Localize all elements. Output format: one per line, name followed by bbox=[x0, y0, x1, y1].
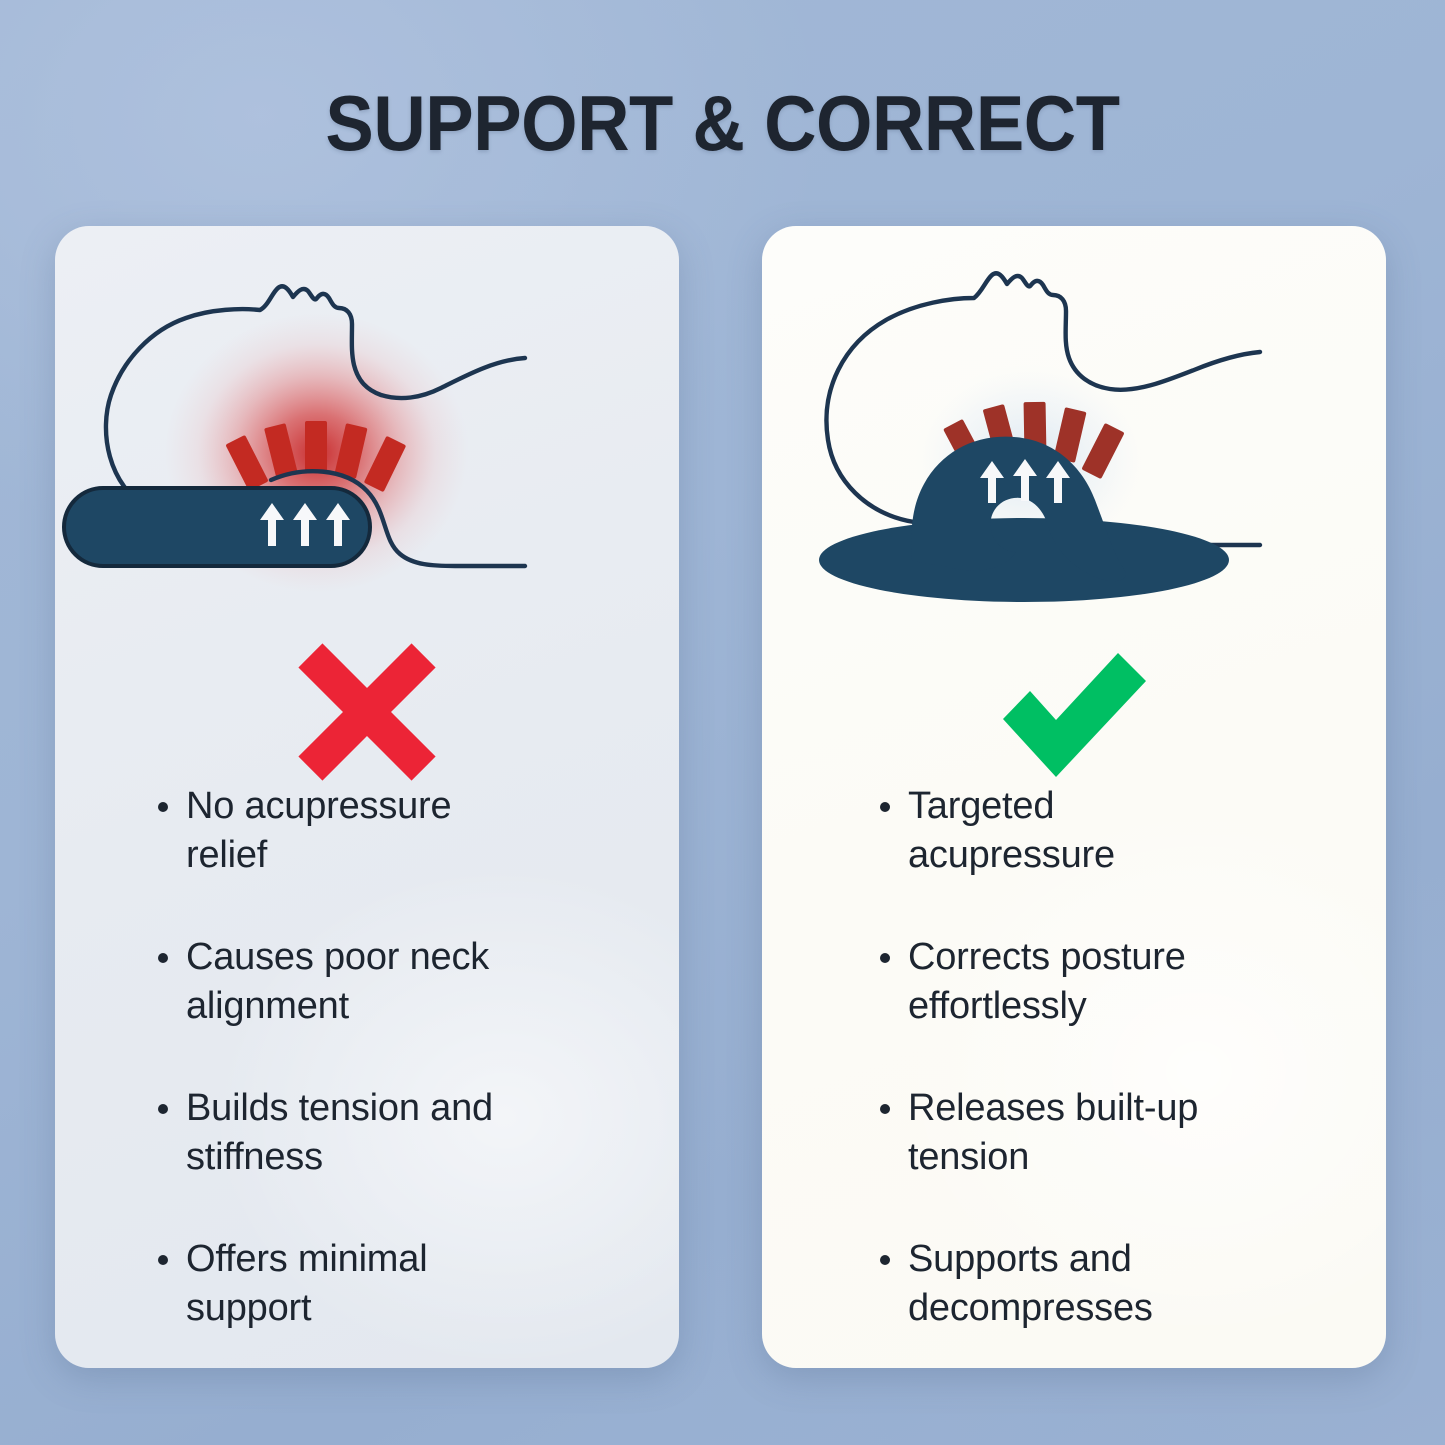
pressure-arrows bbox=[980, 459, 1070, 503]
bullet-dot-icon bbox=[158, 802, 168, 812]
neck-curve bbox=[268, 469, 528, 569]
head-outline bbox=[824, 271, 1263, 525]
bullet-list-bad: No acupressure relief Causes poor neck a… bbox=[55, 782, 679, 1368]
bullet-text: Corrects posture effortlessly bbox=[908, 936, 1186, 1028]
bullet-dot-icon bbox=[880, 953, 890, 964]
up-arrow bbox=[326, 503, 350, 546]
list-item: Supports and decompresses bbox=[880, 1235, 1386, 1333]
comparison-card-good: Targeted acupressure Corrects posture ef… bbox=[762, 226, 1386, 1368]
bullet-list-good: Targeted acupressure Corrects posture ef… bbox=[762, 782, 1386, 1368]
page-title: SUPPORT & CORRECT bbox=[325, 79, 1120, 167]
acupressure-bar bbox=[334, 423, 368, 479]
wave-pillow bbox=[911, 436, 1126, 582]
acupressure-bars bbox=[943, 401, 1124, 479]
comparison-card-bad: No acupressure relief Causes poor neck a… bbox=[55, 226, 679, 1368]
bullet-text: Releases built-up tension bbox=[908, 1087, 1199, 1179]
up-arrow bbox=[260, 503, 284, 546]
flat-pillow bbox=[62, 486, 372, 568]
acupressure-bar bbox=[1082, 423, 1124, 479]
list-item: Targeted acupressure bbox=[880, 782, 1386, 880]
up-arrow bbox=[293, 503, 317, 546]
wave-pillow-illustration bbox=[762, 248, 1386, 628]
bullet-dot-icon bbox=[158, 1255, 168, 1266]
acupressure-bars bbox=[226, 421, 406, 492]
acupressure-bar bbox=[364, 436, 406, 492]
acupressure-bar bbox=[305, 421, 327, 473]
bullet-text: Supports and decompresses bbox=[908, 1238, 1153, 1330]
list-item: Offers minimal support bbox=[158, 1235, 679, 1333]
bullet-dot-icon bbox=[880, 1255, 890, 1266]
bullet-dot-icon bbox=[880, 802, 890, 812]
bullet-text: No acupressure relief bbox=[186, 785, 452, 877]
list-item: Builds tension and stiffness bbox=[158, 1084, 679, 1182]
bullet-dot-icon bbox=[158, 953, 168, 964]
acupressure-bar bbox=[226, 435, 268, 491]
verdict-good bbox=[762, 622, 1386, 802]
acupressure-bar bbox=[264, 423, 298, 479]
acupressure-bar bbox=[1053, 407, 1087, 463]
verdict-bad bbox=[55, 622, 679, 802]
bullet-dot-icon bbox=[158, 1104, 168, 1115]
bullet-dot-icon bbox=[880, 1104, 890, 1115]
up-arrow bbox=[1046, 461, 1070, 503]
up-arrow bbox=[1013, 459, 1037, 501]
bullet-text: Builds tension and stiffness bbox=[186, 1087, 493, 1179]
pillow-base bbox=[819, 518, 1229, 602]
bullet-text: Offers minimal support bbox=[186, 1238, 428, 1330]
up-arrow bbox=[980, 461, 1004, 503]
list-item: Corrects posture effortlessly bbox=[880, 933, 1386, 1031]
check-icon bbox=[1003, 653, 1146, 777]
list-item: Causes poor neck alignment bbox=[158, 933, 679, 1031]
head-outline bbox=[103, 284, 528, 512]
cross-icon bbox=[298, 643, 436, 781]
pressure-arrows bbox=[260, 503, 350, 546]
list-item: No acupressure relief bbox=[158, 782, 679, 880]
bullet-text: Targeted acupressure bbox=[908, 785, 1115, 877]
list-item: Releases built-up tension bbox=[880, 1084, 1386, 1182]
flat-pillow-illustration bbox=[55, 248, 679, 628]
bullet-text: Causes poor neck alignment bbox=[186, 936, 490, 1028]
